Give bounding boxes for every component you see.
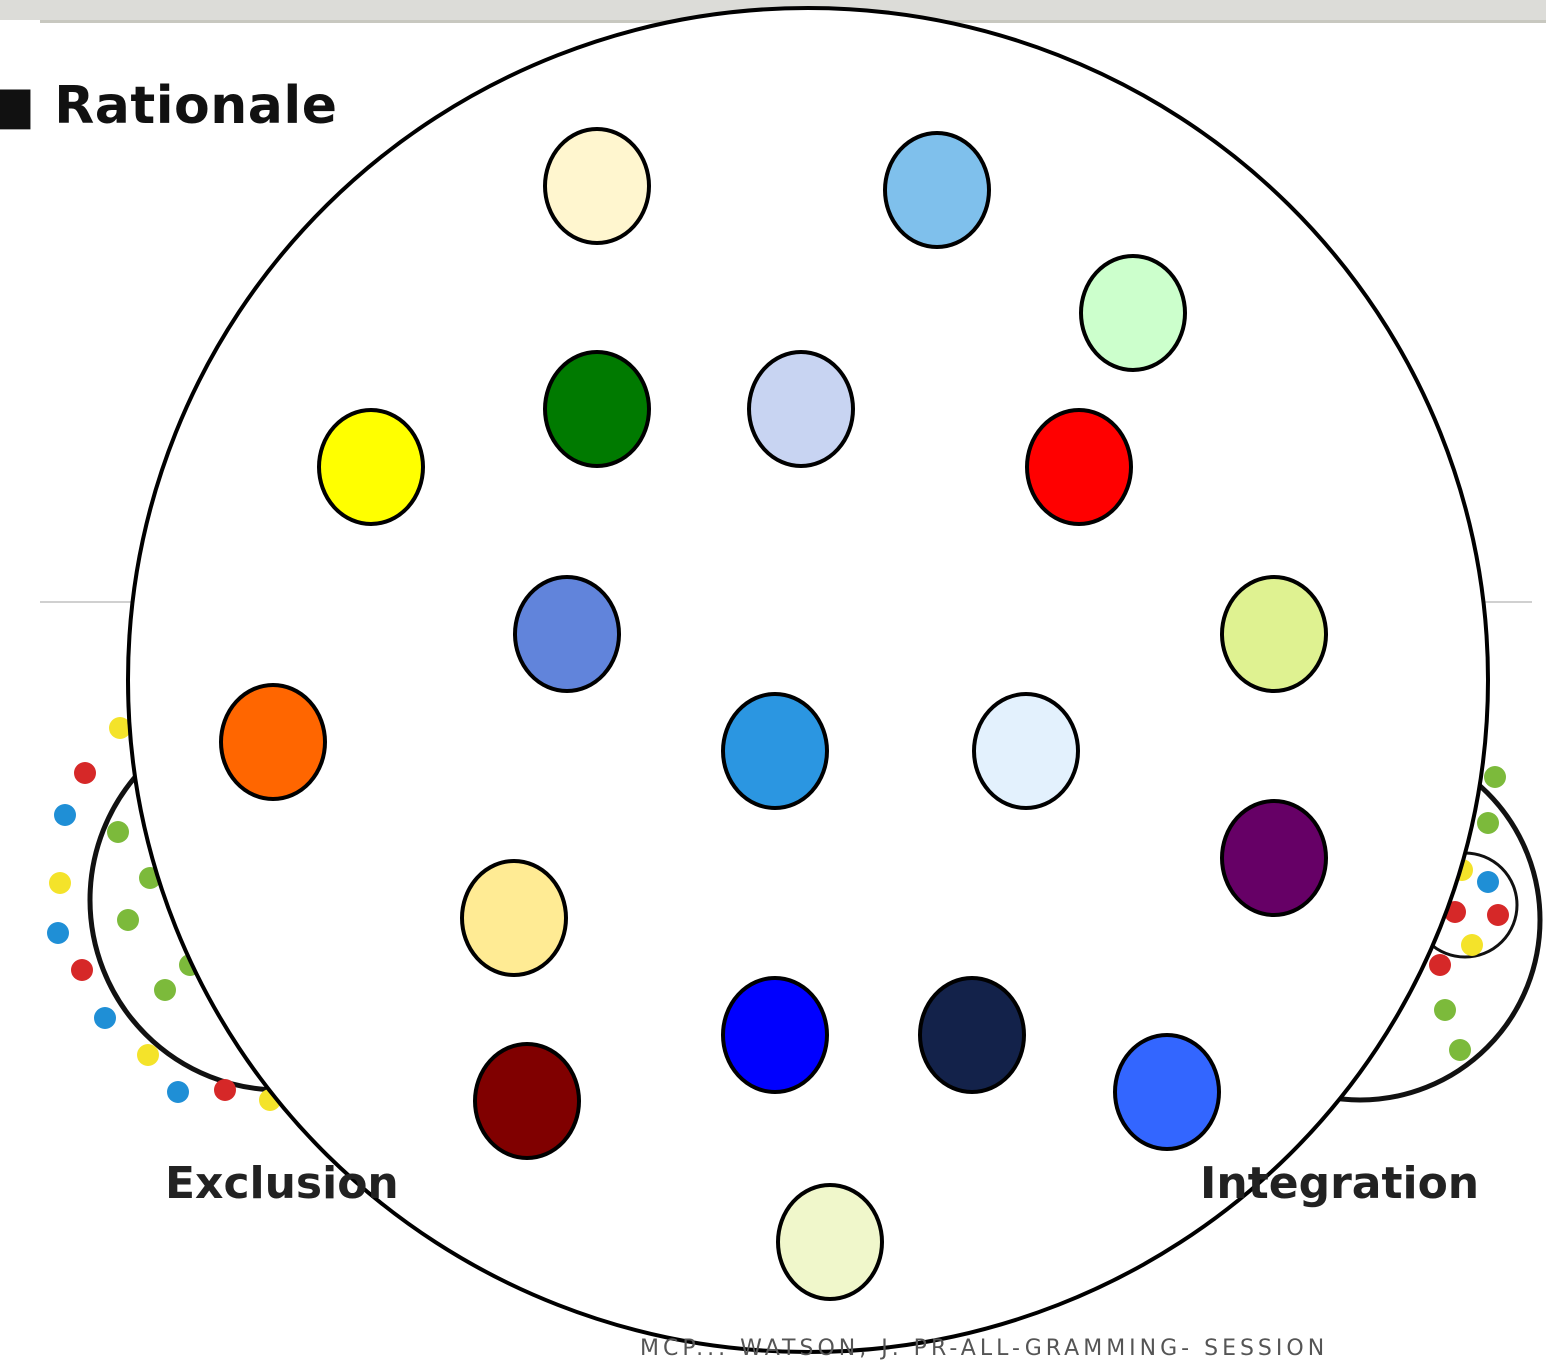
integration-caption: Integration	[1200, 1158, 1480, 1209]
integration-small-dot	[1487, 904, 1509, 926]
exclusion-small-dot	[154, 979, 176, 1001]
member-purple-circle	[1220, 799, 1328, 917]
member-orange-circle	[219, 683, 327, 801]
member-navy-circle	[918, 976, 1026, 1094]
member-pale-yellow-circle	[543, 127, 651, 245]
member-red-circle	[1025, 408, 1133, 526]
member-lavender-blue-circle	[747, 350, 855, 468]
integration-small-dot	[1429, 954, 1451, 976]
member-ice-blue-circle	[972, 692, 1080, 810]
exclusion-small-dot	[117, 909, 139, 931]
slide-footer: MCP... WATSON, J. PR-ALL-GRAMMING- SESSI…	[640, 1336, 1329, 1361]
exclusion-small-dot	[107, 821, 129, 843]
member-mint-green-circle	[1079, 254, 1187, 372]
exclusion-small-dot	[49, 872, 71, 894]
exclusion-small-dot	[214, 1079, 236, 1101]
slide-title-text: Rationale	[54, 76, 338, 136]
mid-rule-right	[1450, 601, 1532, 603]
exclusion-small-dot	[167, 1081, 189, 1103]
member-light-gold-circle	[460, 859, 568, 977]
member-royal-blue-circle	[1113, 1033, 1221, 1151]
exclusion-small-dot	[109, 717, 131, 739]
integration-small-dot	[1449, 1039, 1471, 1061]
member-light-lime-circle	[1220, 575, 1328, 693]
exclusion-small-dot	[71, 959, 93, 981]
exclusion-caption: Exclusion	[165, 1158, 399, 1209]
member-maroon-circle	[473, 1042, 581, 1160]
member-azure-circle	[721, 692, 829, 810]
mid-rule-left	[40, 601, 160, 603]
member-yellow-circle	[317, 408, 425, 526]
small-dots-group	[47, 717, 1509, 1111]
integration-small-dot	[1477, 812, 1499, 834]
slide-title: ■ Rationale	[0, 76, 338, 136]
exclusion-small-dot	[47, 922, 69, 944]
exclusion-small-dot	[74, 762, 96, 784]
member-sky-blue-circle	[883, 131, 991, 249]
member-blue-circle	[721, 976, 829, 1094]
integration-small-dot	[1461, 934, 1483, 956]
integration-small-dot	[1477, 871, 1499, 893]
exclusion-small-dot	[54, 804, 76, 826]
member-pale-lime-circle	[776, 1183, 884, 1301]
integration-small-dot	[1434, 999, 1456, 1021]
exclusion-small-dot	[137, 1044, 159, 1066]
members-group	[219, 127, 1328, 1301]
member-cornflower-blue-circle	[513, 575, 621, 693]
integration-small-dot	[1484, 766, 1506, 788]
member-dark-green-circle	[543, 350, 651, 468]
exclusion-small-dot	[94, 1007, 116, 1029]
